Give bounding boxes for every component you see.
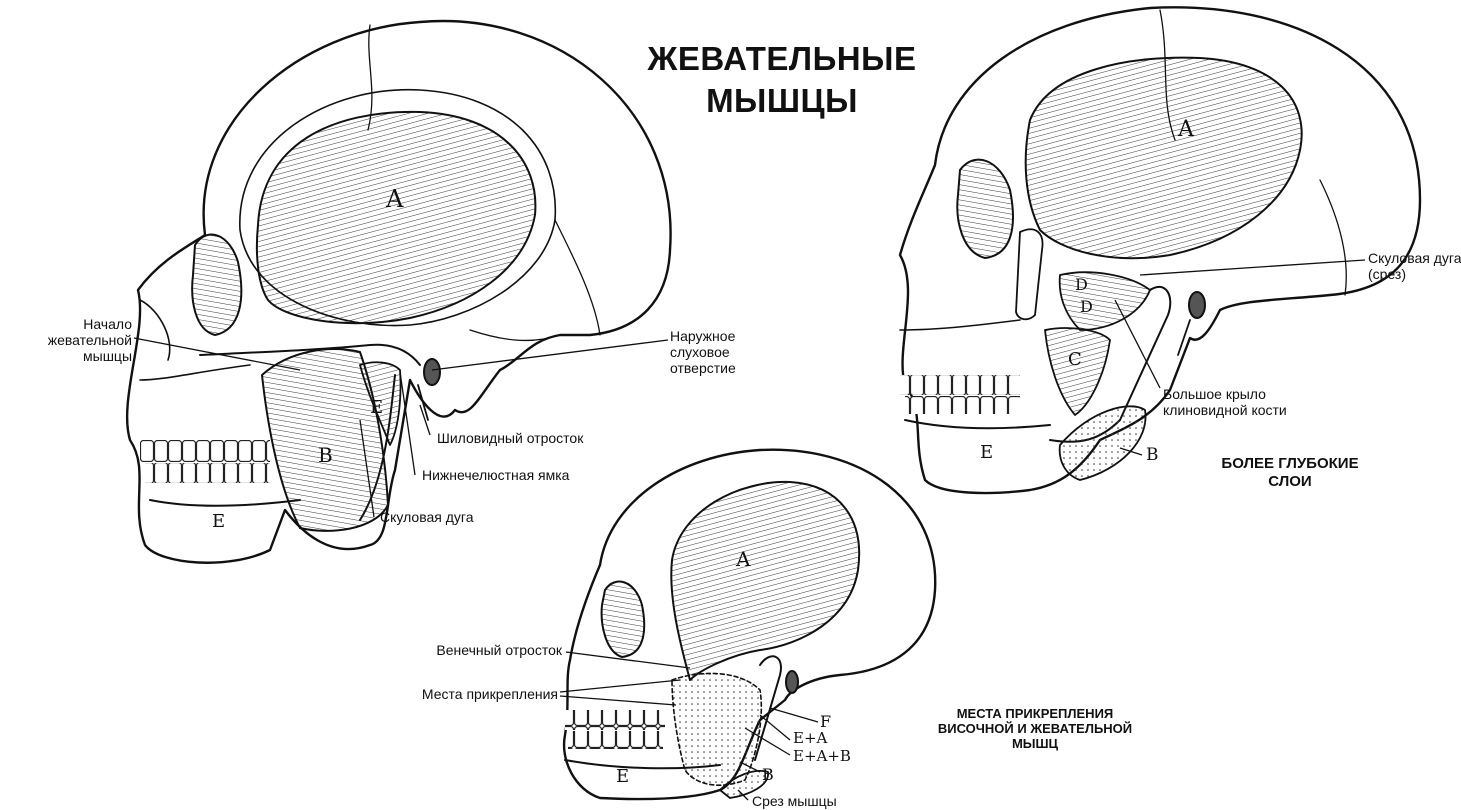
leader-attach-2 xyxy=(560,696,676,705)
leader-ear-canal xyxy=(432,340,668,370)
styloid-right xyxy=(1178,320,1190,355)
label-mandibular-fossa: Нижнечелюстная ямка xyxy=(422,467,569,483)
letter-b-bottom: B xyxy=(762,766,774,784)
letter-e-bottom: E xyxy=(616,767,629,787)
label-muscle-cut: Срез мышцы xyxy=(752,793,837,809)
label-zygomatic-arch: Скуловая дуга xyxy=(380,509,474,525)
label-ear-canal: Наружное слуховое отверстие xyxy=(670,328,736,376)
title-line-1: ЖЕВАТЕЛЬНЫЕ xyxy=(612,38,952,80)
letter-a-right: A xyxy=(1178,118,1194,142)
caption-deeper-line-1: БОЛЕЕ ГЛУБОКИЕ xyxy=(1195,455,1385,473)
ear-canal-right xyxy=(1189,292,1205,318)
zygoma-right xyxy=(1016,229,1043,319)
upper-teeth-right xyxy=(900,375,1020,395)
caption-attachments-line-2: ВИСОЧНОЙ И ЖЕВАТЕЛЬНОЙ xyxy=(905,721,1165,736)
page-title: ЖЕВАТЕЛЬНЫЕ МЫШЦЫ xyxy=(612,38,952,122)
temporalis-muscle-right xyxy=(1026,58,1302,259)
caption-attachments-line-3: МЫШЦ xyxy=(905,736,1165,751)
letter-c-right: C xyxy=(1068,350,1082,370)
label-attachments: Места прикрепления xyxy=(340,686,558,702)
label-ear-canal-2: слуховое xyxy=(670,344,736,360)
label-ear-canal-3: отверстие xyxy=(670,360,736,376)
caption-deeper-layers: БОЛЕЕ ГЛУБОКИЕ СЛОИ xyxy=(1195,455,1385,491)
label-coronoid: Венечный отросток xyxy=(340,642,562,658)
upper-teeth-left xyxy=(140,440,270,462)
label-sphenoid-wing: Большое крыло клиновидной кости xyxy=(1163,386,1287,418)
upper-teeth-bottom xyxy=(565,710,665,730)
title-line-2: МЫШЦЫ xyxy=(612,80,952,122)
caption-attachments: МЕСТА ПРИКРЕПЛЕНИЯ ВИСОЧНОЙ И ЖЕВАТЕЛЬНО… xyxy=(905,706,1165,751)
lower-teeth-left xyxy=(145,463,270,483)
label-zygomatic-cut-2: (срез) xyxy=(1368,266,1461,282)
temporalis-muscle-left xyxy=(257,112,536,323)
orbit-right xyxy=(957,160,1013,258)
pterygoid-muscle-right xyxy=(1060,272,1150,330)
leader-masseter-origin xyxy=(134,338,300,370)
label-masseter-origin: Начало жевательной мышцы xyxy=(20,316,132,364)
caption-deeper-line-2: СЛОИ xyxy=(1195,473,1385,491)
skull-right xyxy=(900,7,1420,493)
orbit-left xyxy=(192,234,241,335)
label-sphenoid-wing-1: Большое крыло xyxy=(1163,386,1287,402)
letter-e-right: E xyxy=(980,443,993,463)
label-masseter-origin-1: Начало xyxy=(20,316,132,332)
ear-canal-bottom xyxy=(786,671,798,693)
letter-e-left-1: E xyxy=(370,398,383,418)
caption-attachments-line-1: МЕСТА ПРИКРЕПЛЕНИЯ xyxy=(905,706,1165,721)
letter-d-right-1: D xyxy=(1075,276,1088,294)
leader-sphenoid-wing xyxy=(1115,300,1160,388)
letter-b-left: B xyxy=(318,444,333,466)
label-sphenoid-wing-2: клиновидной кости xyxy=(1163,402,1287,418)
letter-eab-bottom: E+A+B xyxy=(793,748,851,765)
skull-bottom xyxy=(564,450,935,799)
maxilla-right xyxy=(900,320,1020,330)
orbit-bottom xyxy=(602,582,645,657)
label-masseter-origin-2: жевательной xyxy=(20,332,132,348)
label-masseter-origin-3: мышцы xyxy=(20,348,132,364)
skull-left xyxy=(127,21,670,563)
masseter-cut-right xyxy=(1060,406,1146,480)
label-zygomatic-cut: Скуловая дуга (срез) xyxy=(1368,250,1461,282)
leader-attach-1 xyxy=(560,680,680,692)
letter-b-right: B xyxy=(1146,446,1159,465)
letter-d-right-2: D xyxy=(1080,298,1093,316)
label-ear-canal-1: Наружное xyxy=(670,328,736,344)
temporalis-muscle-bottom xyxy=(671,482,859,680)
lower-teeth-right xyxy=(905,396,1020,414)
letter-a-bottom: A xyxy=(736,548,750,570)
lower-teeth-bottom xyxy=(568,731,663,749)
label-styloid: Шиловидный отросток xyxy=(437,430,583,446)
label-zygomatic-cut-1: Скуловая дуга xyxy=(1368,250,1461,266)
leader-zygomatic-cut xyxy=(1140,260,1365,275)
leader-f xyxy=(770,708,818,722)
ear-canal-left xyxy=(424,359,440,385)
buccinator-muscle-right xyxy=(1045,328,1110,415)
letter-a-left: A xyxy=(386,186,403,212)
letter-e-left-2: E xyxy=(212,512,225,532)
letter-ea-bottom: E+A xyxy=(793,730,827,747)
